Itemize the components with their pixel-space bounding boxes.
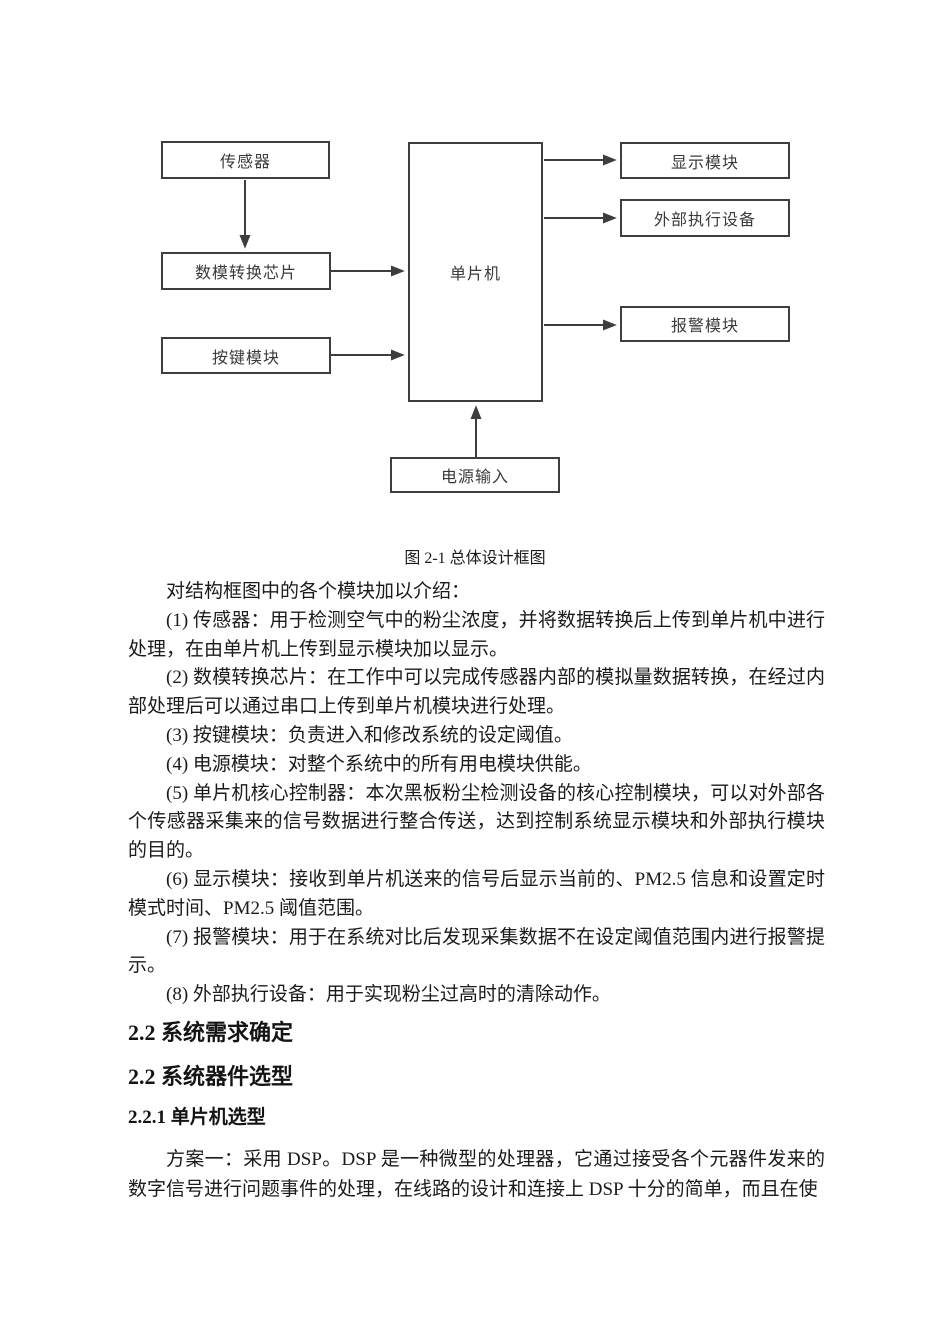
- diagram-node-adc: 数模转换芯片: [161, 252, 331, 290]
- paragraph-dsp-option: 方案一：采用 DSP。DSP 是一种微型的处理器，它通过接受各个元器件发来的数字…: [128, 1148, 825, 1200]
- module-item-8: (8) 外部执行设备：用于实现粉尘过高时的清除动作。: [166, 984, 611, 1006]
- figure-caption: 图 2-1 总体设计框图: [404, 550, 546, 567]
- node-label-mcu: 单片机: [449, 266, 501, 283]
- heading-system-requirements: 2.2 系统需求确定: [128, 1019, 294, 1045]
- heading-mcu-selection: 2.2.1 单片机选型: [128, 1106, 266, 1128]
- diagram-node-power: 电源输入: [390, 457, 560, 493]
- diagram-node-mcu: 单片机: [408, 142, 543, 402]
- module-item-6: (6) 显示模块：接收到单片机送来的信号后显示当前的、PM2.5 信息和设置定时…: [128, 868, 825, 919]
- module-item-2: (2) 数模转换芯片：在工作中可以完成传感器内部的模拟量数据转换，在经过内部处理…: [128, 667, 825, 718]
- diagram-connectors: [239, 154, 617, 457]
- diagram-node-display: 显示模块: [620, 142, 790, 179]
- module-item-3: (3) 按键模块：负责进入和修改系统的设定阈值。: [166, 724, 573, 746]
- block-diagram: 传感器 数模转换芯片 按键模块 单片机 显示模块 外部执行设备 报警模块 电源输…: [0, 0, 950, 540]
- diagram-node-alarm: 报警模块: [620, 306, 790, 342]
- module-item-4: (4) 电源模块：对整个系统中的所有用电模块供能。: [166, 753, 592, 775]
- paragraph-intro: 对结构框图中的各个模块加以介绍：: [166, 581, 471, 602]
- heading-component-selection: 2.2 系统器件选型: [128, 1063, 294, 1089]
- node-label-alarm: 报警模块: [670, 318, 739, 335]
- node-label-keypad: 按键模块: [211, 349, 280, 367]
- diagram-node-sensor: 传感器: [161, 141, 330, 179]
- diagram-node-keypad: 按键模块: [161, 337, 331, 374]
- node-label-display: 显示模块: [670, 154, 739, 172]
- node-label-sensor: 传感器: [219, 154, 271, 171]
- diagram-node-external: 外部执行设备: [620, 199, 790, 237]
- body-content: 对结构框图中的各个模块加以介绍： (1) 传感器：用于检测空气中的粉尘浓度，并将…: [0, 570, 950, 1205]
- node-label-power: 电源输入: [440, 469, 509, 486]
- node-label-adc: 数模转换芯片: [194, 265, 297, 282]
- module-item-1: (1) 传感器：用于检测空气中的粉尘浓度，并将数据转换后上传到单片机中进行处理，…: [128, 609, 825, 660]
- module-item-7: (7) 报警模块：用于在系统对比后发现采集数据不在设定阈值范围内进行报警提示。: [128, 926, 825, 977]
- module-item-5: (5) 单片机核心控制器：本次黑板粉尘检测设备的核心控制模块，可以对外部各个传感…: [128, 782, 825, 862]
- node-label-external: 外部执行设备: [653, 212, 756, 229]
